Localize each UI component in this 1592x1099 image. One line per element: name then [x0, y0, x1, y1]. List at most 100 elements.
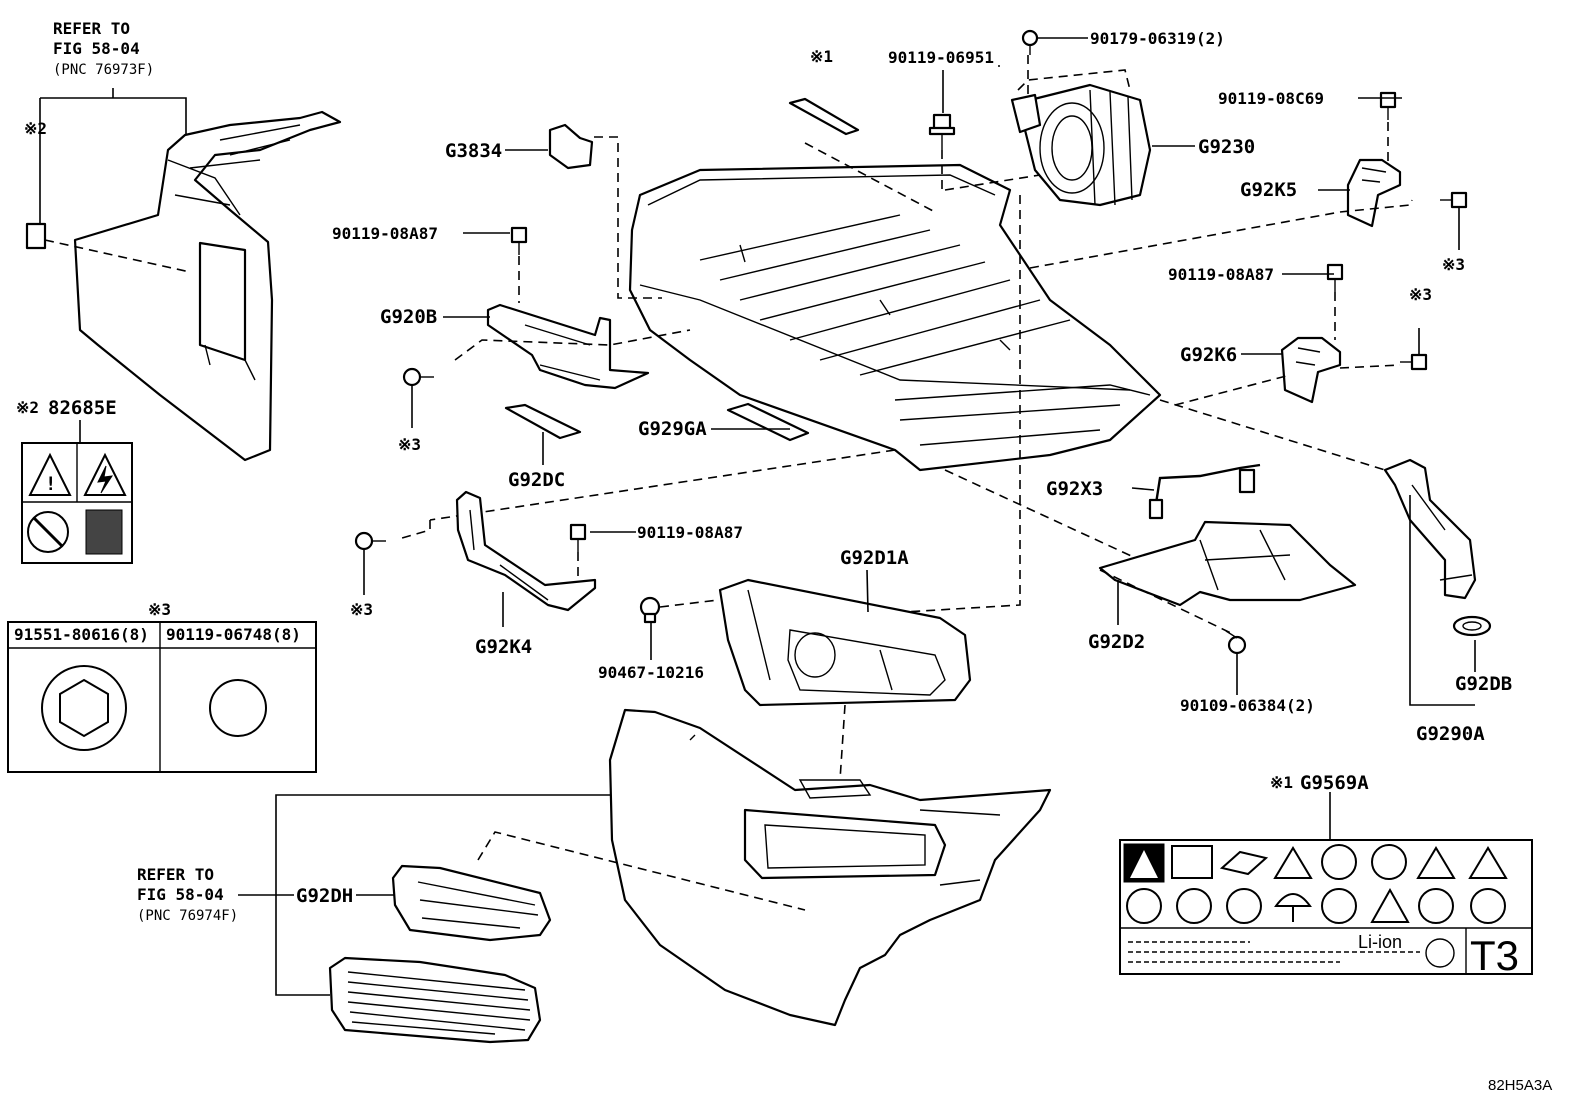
refer-bottom-line1: REFER TO	[137, 865, 214, 884]
caution-triangle-icon	[28, 452, 72, 496]
bolt-90109-06384	[1225, 630, 1247, 655]
note1-mark-pad: ※1	[810, 47, 833, 66]
battery-case	[628, 163, 1162, 472]
part-g92db: G92DB	[1455, 673, 1512, 695]
wire-g92x3	[1148, 463, 1261, 520]
corrosive-icon	[1370, 887, 1410, 923]
figure-code: 82H5A3A	[1488, 1077, 1552, 1094]
umbrella-icon	[1274, 893, 1312, 922]
refer-top-line1: REFER TO	[53, 19, 130, 38]
part-g92k4: G92K4	[475, 636, 532, 658]
bolt-note3-right-top	[1440, 191, 1468, 209]
bracket-g92k5	[1346, 158, 1402, 228]
bolt-90179-06319	[1021, 29, 1039, 55]
hex-flange-bolt-icon	[59, 678, 109, 738]
note3-mark-left-mid: ※3	[398, 435, 421, 454]
tray-g92d2	[1098, 520, 1357, 607]
note3-mark-right-top: ※3	[1442, 255, 1465, 274]
left-side-cover	[73, 110, 342, 462]
bolt-note3-left-bottom	[354, 531, 386, 551]
part-90119-08a87-left: 90119-08A87	[332, 224, 438, 243]
part-g3834: G3834	[445, 140, 502, 162]
label-icon	[1219, 850, 1269, 876]
label-liion: Li-ion	[1358, 932, 1402, 952]
grille	[328, 956, 542, 1044]
high-voltage-icon	[83, 452, 127, 496]
prohibit-icon-5	[1418, 888, 1454, 924]
part-g92dh: G92DH	[296, 885, 353, 907]
warning-label-82685e: !	[21, 442, 133, 564]
prohibit-icon-1	[1126, 888, 1162, 924]
note3-mark-right-mid: ※3	[1409, 285, 1432, 304]
part-g92d2: G92D2	[1088, 631, 1145, 653]
insert-g92dh	[391, 864, 552, 942]
bolt-90119-08a87-right	[1326, 263, 1344, 292]
bracket-g920b	[486, 303, 650, 390]
dash-label-placement	[44, 239, 191, 273]
part-g9230: G9230	[1198, 136, 1255, 158]
bracket-g92k6	[1280, 336, 1342, 404]
part-g92k6: G92K6	[1180, 344, 1237, 366]
note3-mark-left-bottom: ※3	[350, 600, 373, 619]
bolt-note3-left-mid	[402, 367, 434, 387]
seal-g92db	[1452, 615, 1492, 637]
prohibit-icon-4	[1321, 888, 1357, 924]
refer-bottom-line3: (PNC 76974F)	[137, 908, 238, 924]
blower-fan	[1010, 83, 1152, 207]
clip-90467-10216	[639, 596, 661, 624]
pad-note1	[788, 97, 860, 136]
prohibit-icon-3	[1226, 888, 1262, 924]
pad-g92dc	[504, 403, 582, 440]
prohibit-icon-2	[1176, 888, 1212, 924]
label-t3: T3	[1470, 932, 1519, 979]
duct-g92d1a	[718, 578, 972, 707]
bracket-g92k4	[455, 490, 597, 612]
warning-label-g9569a	[1119, 839, 1533, 975]
note2-mark-label: ※2	[16, 398, 39, 417]
svg-text:!: !	[45, 473, 56, 495]
no-touch-icon-2	[1321, 844, 1357, 880]
label-82685e-code: 82685E	[48, 397, 117, 419]
part-90119-08a87-right: 90119-08A87	[1168, 265, 1274, 284]
refer-bottom-line2: FIG 58-04	[137, 885, 224, 904]
note2-mark-top: ※2	[24, 119, 47, 138]
bolt-90119-08a87-lower	[569, 523, 587, 552]
bolt-90119-08a87-left	[510, 226, 528, 255]
part-g92d1a: G92D1A	[840, 547, 909, 569]
bolt-note3-right-mid	[1400, 353, 1428, 371]
part-90109-06384: 90109-06384(2)	[1180, 696, 1315, 715]
part-g9569a: G9569A	[1300, 772, 1369, 794]
bolt-table	[7, 621, 317, 773]
explosive-icon	[1468, 846, 1508, 879]
part-g9290a: G9290A	[1416, 723, 1485, 745]
part-90119-06951: 90119-06951	[888, 48, 994, 67]
bolt-table-col1: 91551-80616(8)	[14, 625, 149, 644]
part-90179-06319: 90179-06319(2)	[1090, 29, 1225, 48]
part-g92dc: G92DC	[508, 469, 565, 491]
lower-cover	[608, 708, 1052, 1027]
part-g92x3: G92X3	[1046, 478, 1103, 500]
bolt-90119-06951	[928, 113, 956, 150]
clip-g3834	[548, 123, 594, 170]
label-82685e-placement	[25, 222, 47, 250]
part-90119-08c69: 90119-08C69	[1218, 89, 1324, 108]
bolt-90119-08c69	[1379, 91, 1397, 120]
part-g929ga: G929GA	[638, 418, 707, 440]
duct-g9290a	[1383, 458, 1477, 600]
flammable-icon	[1416, 846, 1456, 879]
bolt-table-col2: 90119-06748(8)	[166, 625, 301, 644]
refer-top-bracket	[39, 88, 187, 224]
note1-mark-label: ※1	[1270, 773, 1293, 792]
refer-top-line3: (PNC 76973F)	[53, 62, 154, 78]
note3-mark-table: ※3	[148, 600, 171, 619]
part-90119-08a87-lower: 90119-08A87	[637, 523, 743, 542]
no-fire-icon	[1371, 844, 1407, 880]
refer-top-line2: FIG 58-04	[53, 39, 140, 58]
manual-icon	[1171, 845, 1213, 879]
part-g920b: G920B	[380, 306, 437, 328]
voltage-triangle-icon	[1273, 846, 1313, 879]
part-g92k5: G92K5	[1240, 179, 1297, 201]
part-90467-10216: 90467-10216	[598, 663, 704, 682]
pad-g929ga	[726, 402, 810, 442]
